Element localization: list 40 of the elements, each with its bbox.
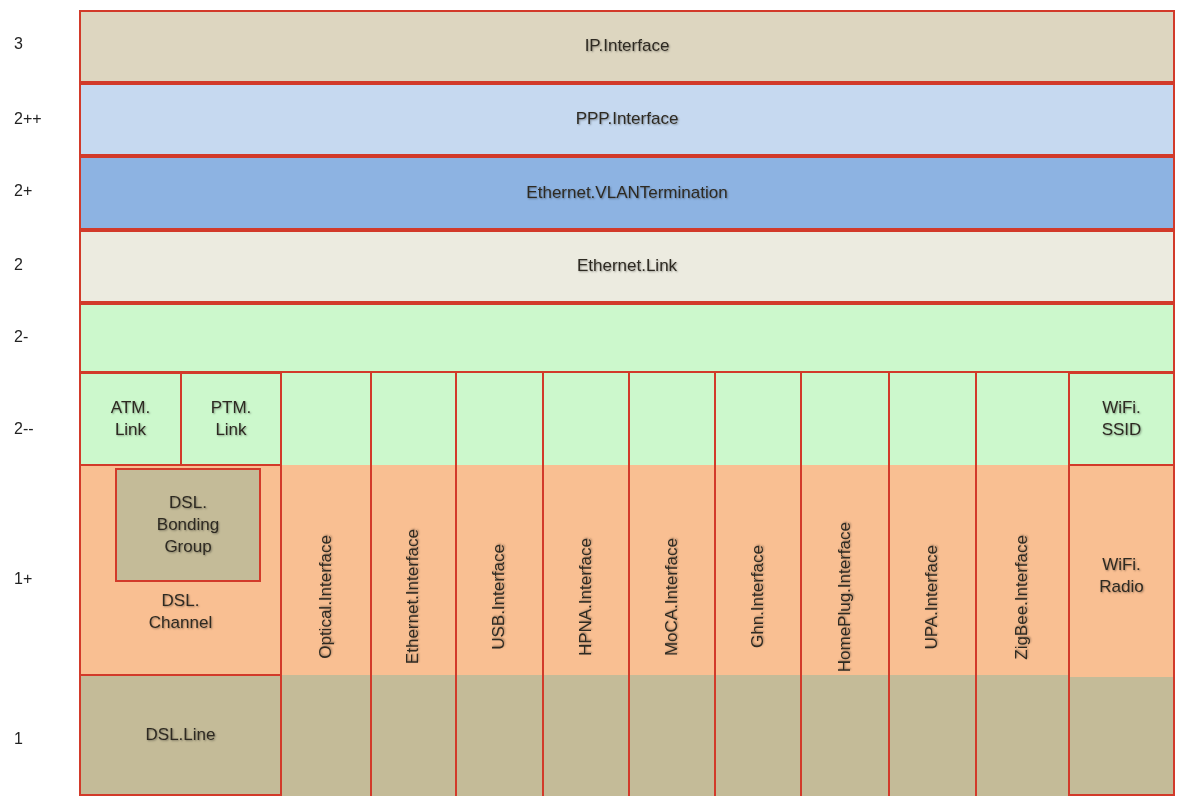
layer-label: Ghn.Interface: [746, 545, 768, 649]
layer-band: [79, 156, 1175, 230]
layer-label: UPA.Interface: [921, 544, 943, 650]
layer-label: Optical.Interface: [314, 535, 336, 659]
layer-band: [79, 674, 282, 796]
layer-band: [79, 10, 1175, 83]
layer-box: [79, 372, 182, 466]
layer-band: [79, 83, 1175, 156]
layer-number: 2+: [14, 182, 33, 200]
layer-number: 1: [14, 730, 23, 748]
layer-number: 2-: [14, 328, 29, 346]
layer-label: PTM. Link: [210, 396, 252, 441]
layer-number: 2++: [14, 110, 42, 128]
layer-label: MoCA.Interface: [660, 537, 682, 657]
layer-label: DSL. Bonding Group: [156, 491, 220, 559]
layer-label: ATM. Link: [110, 396, 151, 441]
layer-label: DSL.Line: [145, 723, 216, 746]
layer-label: USB.Interface: [488, 544, 510, 650]
layer-label: Ethernet.VLANTermination: [526, 181, 728, 204]
layer-label: ZigBee.Interface: [1011, 534, 1033, 660]
layer-label: WiFi. SSID: [1101, 396, 1142, 441]
layer-number: 3: [14, 35, 23, 53]
layer-number: 2--: [14, 420, 34, 438]
layer-band: [79, 303, 1175, 373]
layer-number: 1+: [14, 570, 33, 588]
layer-label: Ethernet.Link: [576, 255, 678, 278]
layer-box: [115, 468, 261, 582]
layer-number: 2: [14, 256, 23, 274]
layer-label: Ethernet.Interface: [402, 529, 424, 665]
layer-label: HPNA.Interface: [574, 537, 596, 657]
layer-label: PPP.Interface: [575, 108, 679, 131]
layer-box: [1068, 372, 1175, 466]
layer-box: [1068, 464, 1175, 796]
layer-box: [180, 372, 282, 466]
layer-label: DSL. Channel: [148, 590, 213, 635]
layer-box: [79, 464, 282, 676]
layer-label: IP.Interface: [584, 35, 670, 58]
layer-band: [79, 230, 1175, 303]
layer-label: HomePlug.Interface: [833, 521, 855, 673]
layer-label: WiFi. Radio: [1099, 554, 1144, 599]
